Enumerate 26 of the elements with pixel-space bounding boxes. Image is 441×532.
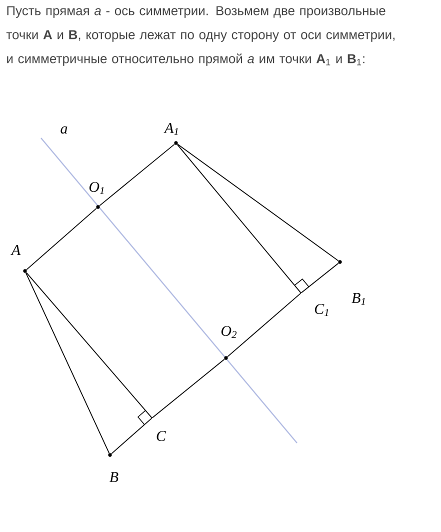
- point: B$_{1}$: [338, 260, 365, 305]
- caption: Пусть прямая a - ось симметрии. Возьмем две произвольные точки A и B, которые лежат по одну сторону от оси симметрии, и симметричные относительно прямой a им точки A$_{1}$ и B$_{1}$:: [6, 6, 394, 66]
- node-label: A$_{1}$: [164, 122, 178, 136]
- segment: [26, 208, 97, 270]
- segment: [25, 272, 110, 454]
- point: O$_{1}$: [89, 182, 104, 209]
- node-label: O$_{1}$: [89, 182, 104, 194]
- segment: [177, 144, 339, 262]
- node-label: O$_{2}$: [221, 326, 237, 338]
- segment: [152, 358, 225, 418]
- segment: [111, 418, 152, 454]
- node-label: A: [10, 245, 21, 255]
- point: C: [156, 430, 166, 442]
- point: C$_{1}$: [314, 304, 328, 316]
- axis-label: a: [60, 126, 68, 134]
- point: A$_{1}$: [164, 122, 178, 145]
- segment: [99, 144, 175, 206]
- segment: [227, 292, 302, 358]
- node-label: B: [110, 472, 118, 482]
- point: A: [10, 245, 27, 273]
- node-label: B$_{1}$: [352, 293, 365, 305]
- segment: [176, 144, 302, 294]
- point: B: [108, 453, 118, 482]
- segment: [26, 272, 152, 418]
- segment: [300, 262, 339, 294]
- point: O$_{2}$: [221, 326, 237, 360]
